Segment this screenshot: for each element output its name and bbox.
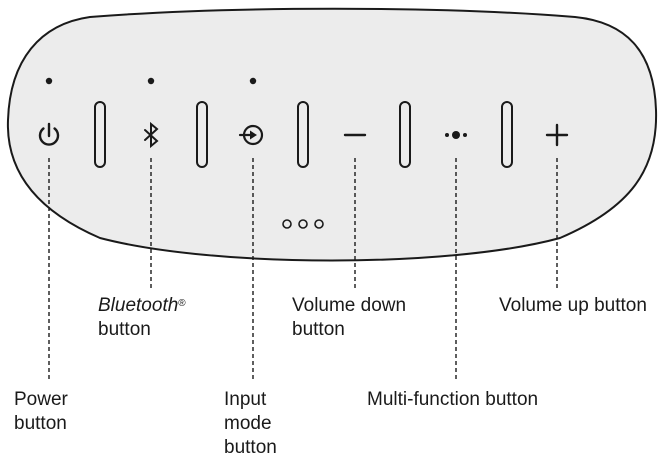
input-mode-label-line2: mode: [224, 413, 272, 434]
input-indicator-light: [249, 77, 257, 85]
bluetooth-label-line2: button: [98, 319, 151, 340]
volume-up-label-line1: Volume up button: [499, 295, 647, 316]
bluetooth-button-label: Bluetooth® button: [98, 294, 186, 342]
microphone-holes: [282, 219, 324, 229]
input-mode-button-label: Input mode button: [224, 388, 277, 460]
volume-down-button-label: Volume down button: [292, 294, 406, 342]
volume-down-label-line1: Volume down: [292, 295, 407, 316]
power-button[interactable]: [38, 122, 60, 146]
multi-function-dots-icon: [445, 131, 467, 139]
bluetooth-button[interactable]: [144, 121, 159, 149]
power-button-label: Power button: [14, 388, 68, 436]
power-icon: [38, 122, 60, 146]
volume-up-button[interactable]: [545, 123, 569, 147]
bluetooth-indicator-light: [147, 77, 155, 85]
multi-function-label-line1: Multi-function button: [367, 389, 539, 410]
multi-function-button-label: Multi-function button: [367, 388, 538, 412]
speaker-top-panel: [6, 7, 658, 262]
separator-slot: [196, 101, 208, 168]
power-label-line2: button: [14, 413, 67, 434]
bluetooth-icon: [144, 121, 159, 149]
volume-up-button-label: Volume up button: [499, 294, 647, 318]
input-mode-label-line1: Input: [224, 389, 267, 410]
separator-slot: [399, 101, 411, 168]
separator-slot: [501, 101, 513, 168]
power-indicator-light: [45, 77, 53, 85]
volume-down-label-line2: button: [292, 319, 345, 340]
input-mode-label-line3: button: [224, 437, 277, 458]
bluetooth-label-name: Bluetooth: [98, 295, 179, 316]
separator-slot: [297, 101, 309, 168]
registered-mark: ®: [178, 298, 186, 309]
separator-slot: [94, 101, 106, 168]
input-mode-button[interactable]: [238, 124, 264, 146]
multi-function-button[interactable]: [445, 131, 467, 139]
power-label-line1: Power: [14, 389, 68, 410]
input-icon: [238, 124, 264, 146]
plus-icon: [545, 123, 569, 147]
